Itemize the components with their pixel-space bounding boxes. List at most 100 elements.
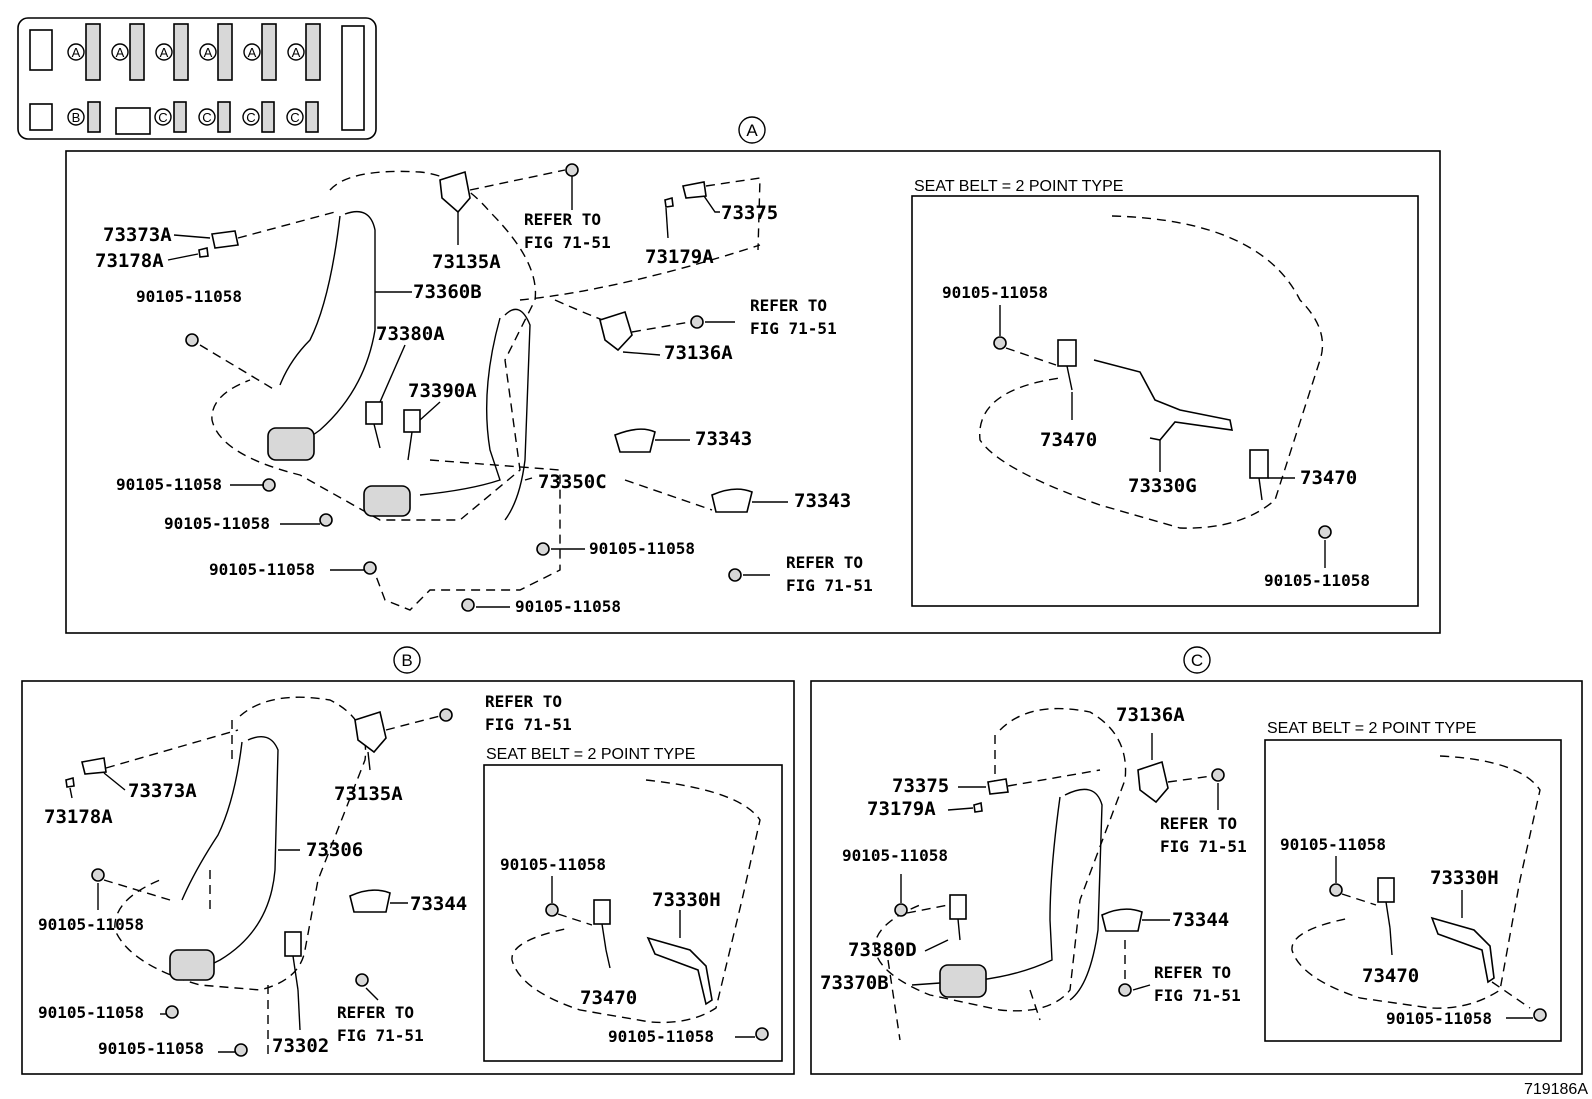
panel-c-inset: SEAT BELT = 2 POINT TYPE 90105-11058 733… (1264, 720, 1562, 1042)
inset-a-label-bolt-1: 90105-11058 (942, 283, 1048, 302)
refer-a2-line2: FIG 71-51 (750, 319, 837, 338)
inset-a-buckle-2 (1249, 449, 1269, 479)
panel-a-frame (65, 150, 1441, 634)
refer-b1-line2: FIG 71-51 (485, 715, 572, 734)
refer-c2-line1: REFER TO (1154, 963, 1231, 982)
inset-b-bolt-icon-2 (755, 1027, 769, 1041)
key-front-seat-2 (29, 103, 53, 131)
inset-c-label-bolt-2: 90105-11058 (1386, 1009, 1492, 1028)
label-73302: 73302 (272, 1035, 329, 1057)
label-73135a-b: 73135A (334, 783, 403, 805)
refer-a3-line1: REFER TO (786, 553, 863, 572)
clip-73179a-c (973, 801, 983, 813)
inset-c-bolt-icon-2 (1533, 1008, 1547, 1022)
refer-c1-line2: FIG 71-51 (1160, 837, 1247, 856)
panel-b: B 73 (21, 646, 795, 1075)
panel-c: C 73136A 73375 (810, 646, 1583, 1075)
inset-b-bolt-icon-1 (545, 903, 559, 917)
inset-b-label-bolt-2: 90105-11058 (608, 1027, 714, 1046)
key-row1-marks: A A A A A A (67, 43, 305, 61)
inset-a-caption: SEAT BELT = 2 POINT TYPE (914, 178, 1123, 195)
key-mark: C (202, 110, 211, 125)
inset-a-label-73470-a: 73470 (1040, 429, 1097, 451)
key-front-seat (29, 29, 53, 71)
label-bolt-b2: 90105-11058 (38, 1003, 144, 1022)
inset-a-label-bolt-2: 90105-11058 (1264, 571, 1370, 590)
label-73350c: 73350C (538, 471, 607, 493)
panel-b-inset: SEAT BELT = 2 POINT TYPE 90105-11058 733… (483, 746, 783, 1062)
key-row2-seats (87, 101, 319, 133)
key-mark: C (158, 110, 167, 125)
key-row2-marks: B C C C C (67, 108, 304, 126)
inset-c-bolt-icon-1 (1329, 883, 1343, 897)
label-73360b: 73360B (413, 281, 482, 303)
inset-b-label-73470: 73470 (580, 987, 637, 1009)
label-73136a-c: 73136A (1116, 704, 1185, 726)
key-mark: C (290, 110, 299, 125)
panel-a-marker (738, 116, 766, 144)
panel-b-letter: B (401, 651, 412, 670)
cover-73344-b (349, 889, 391, 913)
clip-73178a-b (65, 776, 75, 788)
buckle-73380d (949, 894, 967, 920)
inset-a-bolt-icon-1 (993, 336, 1007, 350)
key-mark: A (116, 45, 125, 60)
inset-c-buckle (1377, 877, 1395, 903)
refer-b2-line2: FIG 71-51 (337, 1026, 424, 1045)
refer-b2-line1: REFER TO (337, 1003, 414, 1022)
inset-b-label-73330h: 73330H (652, 889, 721, 911)
cover-73343-a (614, 428, 656, 453)
inset-a-bolt-icon-2 (1318, 525, 1332, 539)
label-73344-b: 73344 (410, 893, 467, 915)
label-73178a-b: 73178A (44, 806, 113, 828)
label-73179a-c: 73179A (867, 798, 936, 820)
retractor-73360b (267, 427, 315, 461)
label-bolt-a3: 90105-11058 (164, 514, 270, 533)
cover-73136a (599, 310, 633, 352)
label-73179a: 73179A (645, 246, 714, 268)
refer-c1-line1: REFER TO (1160, 814, 1237, 833)
key-mark: A (160, 45, 169, 60)
label-bolt-a1: 90105-11058 (136, 287, 242, 306)
label-73135a: 73135A (432, 251, 501, 273)
clip-73178a (198, 247, 209, 258)
refer-a1-line1: REFER TO (524, 210, 601, 229)
refer-a3-line2: FIG 71-51 (786, 576, 873, 595)
bolt-icons-c (894, 768, 1225, 997)
label-bolt-a2: 90105-11058 (116, 475, 222, 494)
bolt-icons-a (185, 163, 742, 612)
cover-73375 (682, 181, 707, 199)
drawing-number: 719186A (1524, 1081, 1588, 1098)
retractor-73370b (939, 964, 987, 998)
key-mark: B (72, 110, 81, 125)
key-rear-bench (341, 25, 365, 131)
label-73380a: 73380A (376, 323, 445, 345)
label-73370b: 73370B (820, 972, 889, 994)
inset-a-buckle-1 (1057, 339, 1077, 367)
label-73380d: 73380D (848, 939, 917, 961)
refer-b1-line1: REFER TO (485, 692, 562, 711)
panel-c-marker (1183, 646, 1211, 674)
inset-c-label-73330h: 73330H (1430, 867, 1499, 889)
buckle-73390a (403, 409, 421, 433)
cover-73373a-b (81, 757, 107, 775)
panel-b-marker (393, 646, 421, 674)
panel-c-frame (810, 680, 1583, 1075)
key-mark: C (246, 110, 255, 125)
label-bolt-a5: 90105-11058 (515, 597, 621, 616)
label-73375-c: 73375 (892, 775, 949, 797)
label-73178a: 73178A (95, 250, 164, 272)
inset-b-belt-73330h (646, 936, 713, 1006)
inset-a-label-73330g: 73330G (1128, 475, 1197, 497)
label-bolt-c1: 90105-11058 (842, 846, 948, 865)
panel-b-frame (21, 680, 795, 1075)
cover-73135a (439, 170, 471, 214)
label-73343-a: 73343 (695, 428, 752, 450)
refer-a2-line1: REFER TO (750, 296, 827, 315)
buckle-73380a (365, 401, 383, 425)
refer-a1-line2: FIG 71-51 (524, 233, 611, 252)
panel-a-inset: SEAT BELT = 2 POINT TYPE 90105-11058 734… (911, 178, 1419, 607)
label-73344-c: 73344 (1172, 909, 1229, 931)
label-73373a: 73373A (103, 224, 172, 246)
